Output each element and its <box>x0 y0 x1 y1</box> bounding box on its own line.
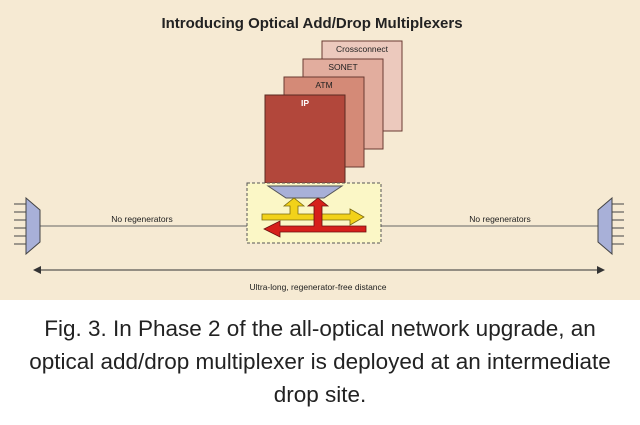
layer-atm-label: ATM <box>315 80 332 90</box>
left-terminal-mux <box>14 196 41 256</box>
right-span-label: No regenerators <box>469 214 530 224</box>
oadm-diagram: Introducing Optical Add/Drop Multiplexer… <box>0 0 640 300</box>
figure-caption: Fig. 3. In Phase 2 of the all-optical ne… <box>0 300 640 425</box>
diagram-title: Introducing Optical Add/Drop Multiplexer… <box>161 15 462 32</box>
layer-ip <box>264 94 346 184</box>
protocol-layer-stack: Crossconnect SONET ATM IP <box>264 40 403 184</box>
distance-label: Ultra-long, regenerator-free distance <box>249 282 386 292</box>
left-span-label: No regenerators <box>111 214 172 224</box>
layer-crossconnect-label: Crossconnect <box>336 44 389 54</box>
layer-sonet-label: SONET <box>328 62 357 72</box>
oadm-box <box>246 182 382 244</box>
right-terminal-mux <box>597 196 624 256</box>
add-drop-arrow-red <box>263 197 367 238</box>
layer-ip-label: IP <box>301 98 309 108</box>
add-drop-arrow-yellow <box>261 197 365 226</box>
diagram-canvas: Introducing Optical Add/Drop Multiplexer… <box>14 15 624 292</box>
